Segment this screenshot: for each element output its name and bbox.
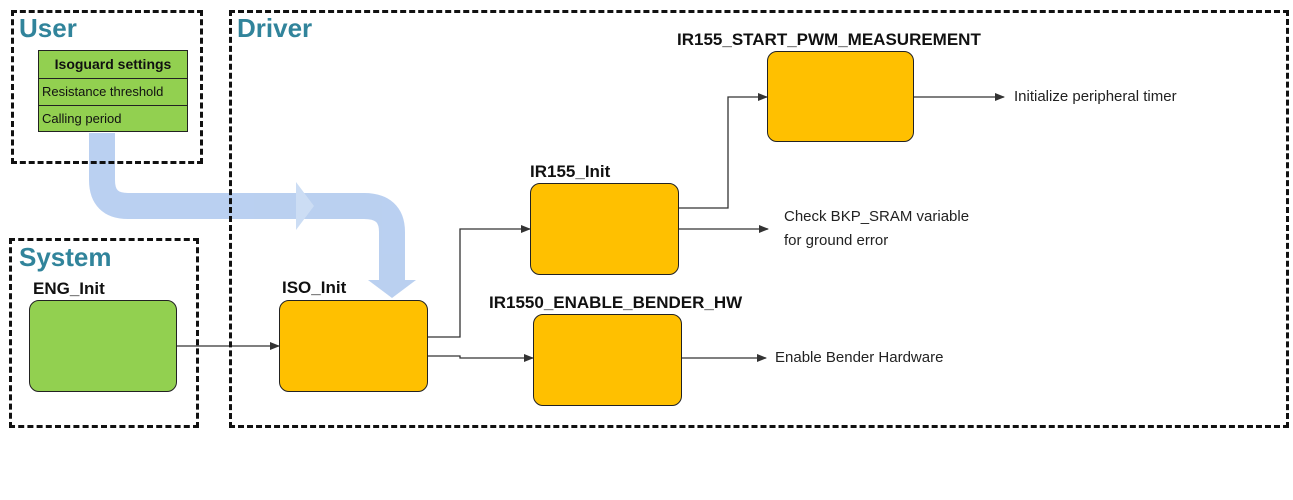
user-region — [11, 10, 203, 164]
driver-region-title: Driver — [237, 13, 313, 43]
isoguard-settings-table: Isoguard settings Resistance threshold C… — [38, 50, 188, 132]
init-timer-note: Initialize peripheral timer — [1014, 88, 1177, 105]
arrow-iso-to-bender — [428, 354, 534, 362]
eng-init-block — [29, 300, 177, 392]
arrow-ir155-to-pwm — [679, 93, 768, 209]
ir155-init-label: IR155_Init — [530, 162, 611, 181]
start-pwm-label: IR155_START_PWM_MEASUREMENT — [677, 30, 981, 49]
iso-init-block — [279, 300, 428, 392]
system-region — [9, 238, 199, 428]
iso-init-label: ISO_Init — [282, 278, 347, 297]
user-region-title: User — [19, 13, 77, 43]
enable-hw-note: Enable Bender Hardware — [775, 349, 944, 366]
driver-region — [229, 10, 1289, 428]
settings-row-resistance: Resistance threshold — [39, 79, 187, 106]
enable-bender-label: IR1550_ENABLE_BENDER_HW — [489, 293, 743, 312]
start-pwm-block — [767, 51, 914, 142]
system-region-title: System — [19, 242, 112, 272]
eng-init-label: ENG_Init — [33, 279, 105, 298]
settings-title: Isoguard settings — [39, 51, 187, 79]
settings-flow-arrow — [89, 133, 416, 298]
check-sram-note-line2: for ground error — [784, 232, 889, 249]
ir155-init-block — [530, 183, 679, 275]
check-sram-note-line1: Check BKP_SRAM variable — [784, 208, 970, 225]
settings-row-period: Calling period — [42, 111, 122, 126]
enable-bender-block — [533, 314, 682, 406]
arrow-iso-to-ir155 — [428, 225, 531, 338]
